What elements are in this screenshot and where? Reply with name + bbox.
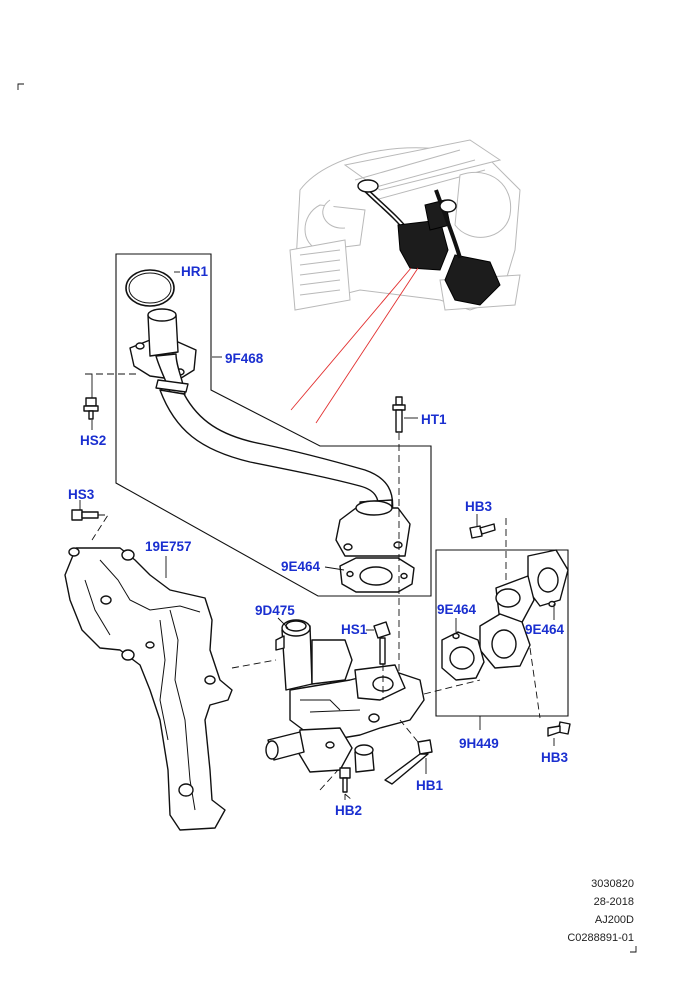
cooler-kit-frame	[435, 549, 569, 717]
callout-19e757: 19E757	[145, 539, 192, 554]
indicator-line-2	[315, 267, 419, 424]
indicator-line-1	[290, 267, 412, 411]
callout-9d475: 9D475	[255, 603, 295, 618]
bolt-hb1	[384, 719, 433, 785]
bolt-hb3-upper	[469, 518, 507, 580]
engine-overview-illustration	[289, 139, 521, 311]
egr-pipe-9f468	[129, 308, 411, 557]
callout-hr1: HR1	[181, 264, 208, 279]
o-ring-hr1	[125, 269, 175, 307]
stud-ht1	[392, 396, 406, 705]
callout-9e464-right: 9E464	[525, 622, 565, 637]
callout-hs3: HS3	[68, 487, 95, 502]
callout-9e464-mid: 9E464	[437, 602, 477, 617]
corner-mark-top-left	[17, 83, 24, 90]
pipe-kit-frame	[115, 253, 432, 597]
callout-hs1: HS1	[341, 622, 368, 637]
callout-hs2: HS2	[80, 433, 106, 448]
bolt-hb3-lower	[547, 721, 571, 737]
callout-hb2: HB2	[335, 803, 362, 818]
callout-hb3-bottom: HB3	[541, 750, 568, 765]
corner-mark-bottom-right	[630, 946, 637, 953]
illustration-id: C0288891-01	[567, 932, 634, 944]
gasket-9e464-upper	[339, 557, 415, 593]
engine-code: AJ200D	[594, 914, 634, 926]
callout-ht1: HT1	[421, 412, 447, 427]
callout-9f468: 9F468	[225, 351, 264, 366]
bolt-hs2	[83, 373, 140, 420]
bracket-19e757	[64, 547, 277, 831]
bolt-hb2	[319, 767, 353, 801]
gasket-9e464-lower	[441, 631, 485, 681]
egr-valve-9d475	[265, 619, 425, 773]
bolt-hs3	[71, 509, 109, 541]
callout-9e464-left: 9E464	[281, 559, 321, 574]
bolt-hs1	[373, 621, 391, 700]
callout-hb1: HB1	[416, 778, 443, 793]
callout-9h449: 9H449	[459, 736, 499, 751]
callout-hb3-top: HB3	[465, 499, 492, 514]
egr-connecting-pipe	[479, 549, 569, 669]
doc-number: 3030820	[591, 878, 634, 890]
doc-date-code: 28-2018	[593, 896, 634, 908]
